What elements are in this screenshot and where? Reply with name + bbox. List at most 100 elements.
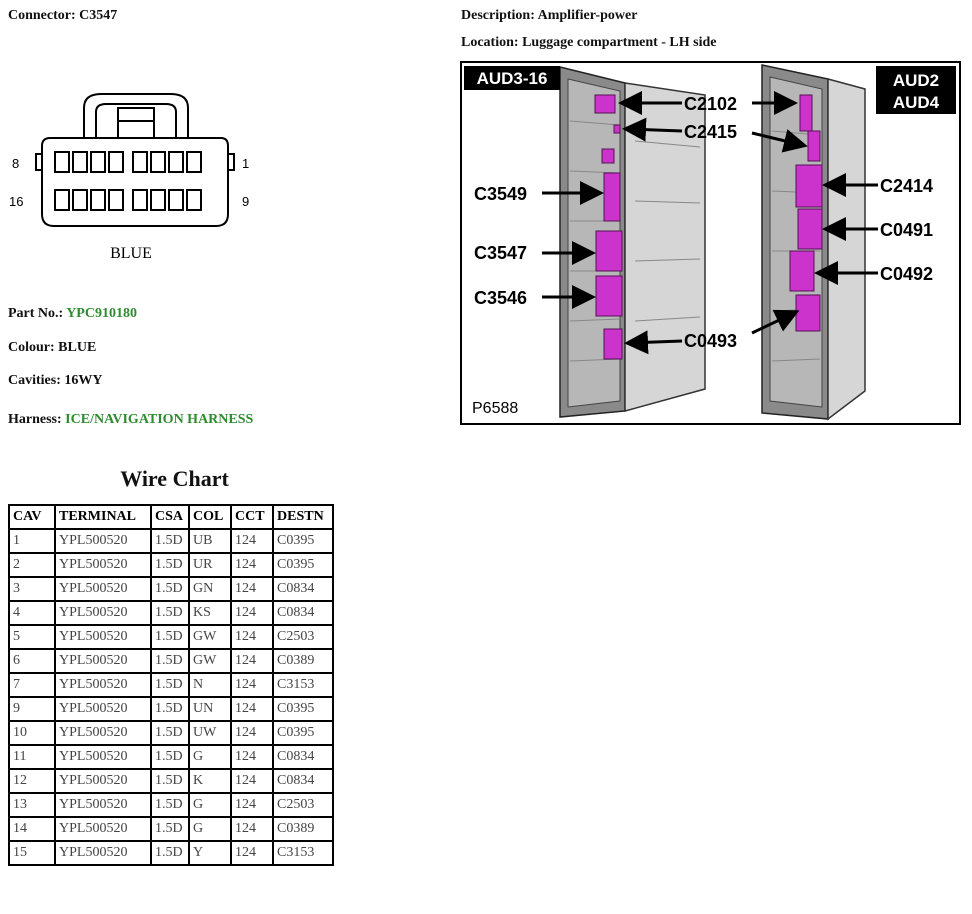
part-no-value[interactable]: YPC910180 [66, 306, 137, 321]
callout-c3547: C3547 [474, 243, 527, 263]
cell-destn: C0389 [272, 648, 334, 674]
cell-col: UW [188, 720, 232, 746]
cell-cav: 6 [8, 648, 56, 674]
cell-terminal: YPL500520 [54, 744, 152, 770]
cell-csa: 1.5D [150, 744, 190, 770]
location-line: Location: Luggage compartment - LH side [461, 35, 717, 51]
cell-col: G [188, 744, 232, 770]
cell-cav: 15 [8, 840, 56, 866]
cell-cav: 7 [8, 672, 56, 698]
cell-csa: 1.5D [150, 768, 190, 794]
cell-cct: 124 [230, 840, 274, 866]
harness-label: Harness: [8, 412, 62, 427]
right-title-box [876, 66, 956, 114]
callout-c0493: C0493 [684, 331, 737, 351]
callout-c0491: C0491 [880, 220, 933, 240]
cell-terminal: YPL500520 [54, 576, 152, 602]
cell-destn: C0834 [272, 744, 334, 770]
location-illustration: AUD3-16 AUD2 AUD4 C2102 C2415 C3549 C354… [460, 61, 961, 425]
connector-line: Connector: C3547 [8, 8, 117, 24]
cell-terminal: YPL500520 [54, 696, 152, 722]
cell-cav: 3 [8, 576, 56, 602]
colour-value: BLUE [58, 340, 97, 355]
cell-destn: C3153 [272, 672, 334, 698]
cell-terminal: YPL500520 [54, 672, 152, 698]
connector-color-label: BLUE [110, 245, 152, 262]
description-label: Description: [461, 8, 535, 23]
cell-col: KS [188, 600, 232, 626]
cell-col: UR [188, 552, 232, 578]
cell-destn: C0395 [272, 696, 334, 722]
header-csa: CSA [150, 504, 190, 530]
header-cav: CAV [8, 504, 56, 530]
cavities-line: Cavities: 16WY [8, 373, 103, 389]
cell-destn: C2503 [272, 792, 334, 818]
harness-value[interactable]: ICE/NAVIGATION HARNESS [65, 412, 254, 427]
pin-1-label: 1 [242, 156, 249, 171]
header-destn: DESTN [272, 504, 334, 530]
cell-cav: 4 [8, 600, 56, 626]
cell-cav: 12 [8, 768, 56, 794]
callout-arrows [542, 91, 878, 355]
cell-destn: C0389 [272, 816, 334, 842]
cell-terminal: YPL500520 [54, 648, 152, 674]
cell-col: UB [188, 528, 232, 554]
cell-csa: 1.5D [150, 720, 190, 746]
cell-cct: 124 [230, 672, 274, 698]
right-module-title-2: AUD4 [893, 93, 940, 112]
header-cct: CCT [230, 504, 274, 530]
harness-line: Harness: ICE/NAVIGATION HARNESS [8, 412, 253, 428]
part-no-line: Part No.: YPC910180 [8, 306, 137, 322]
cell-terminal: YPL500520 [54, 552, 152, 578]
cell-cav: 14 [8, 816, 56, 842]
cell-cct: 124 [230, 648, 274, 674]
cell-destn: C0395 [272, 552, 334, 578]
cell-col: GN [188, 576, 232, 602]
left-amplifier-module [559, 66, 706, 418]
cell-cct: 124 [230, 528, 274, 554]
right-module-title-1: AUD2 [893, 71, 939, 90]
colour-label: Colour: [8, 340, 55, 355]
callout-c2415: C2415 [684, 122, 737, 142]
cell-terminal: YPL500520 [54, 624, 152, 650]
cell-terminal: YPL500520 [54, 816, 152, 842]
wire-chart-title: Wire Chart [120, 466, 229, 491]
left-module-title: AUD3-16 [477, 69, 548, 88]
description-value: Amplifier-power [537, 8, 638, 23]
cell-csa: 1.5D [150, 576, 190, 602]
cell-terminal: YPL500520 [54, 768, 152, 794]
pin-9-label: 9 [242, 194, 249, 209]
cell-cct: 124 [230, 744, 274, 770]
cell-cct: 124 [230, 720, 274, 746]
cell-csa: 1.5D [150, 672, 190, 698]
cell-csa: 1.5D [150, 816, 190, 842]
cell-csa: 1.5D [150, 696, 190, 722]
colour-line: Colour: BLUE [8, 340, 96, 356]
cell-cct: 124 [230, 552, 274, 578]
connector-diagram: 8 1 16 9 BLUE [9, 93, 249, 262]
cell-col: K [188, 768, 232, 794]
cell-col: G [188, 816, 232, 842]
callout-c3549: C3549 [474, 184, 527, 204]
part-no-label: Part No.: [8, 306, 64, 321]
cell-csa: 1.5D [150, 552, 190, 578]
cell-cct: 124 [230, 576, 274, 602]
cell-cct: 124 [230, 696, 274, 722]
cavities-value: 16WY [64, 373, 103, 388]
cell-col: G [188, 792, 232, 818]
cell-terminal: YPL500520 [54, 792, 152, 818]
cell-col: Y [188, 840, 232, 866]
cell-cct: 124 [230, 600, 274, 626]
cell-col: GW [188, 648, 232, 674]
